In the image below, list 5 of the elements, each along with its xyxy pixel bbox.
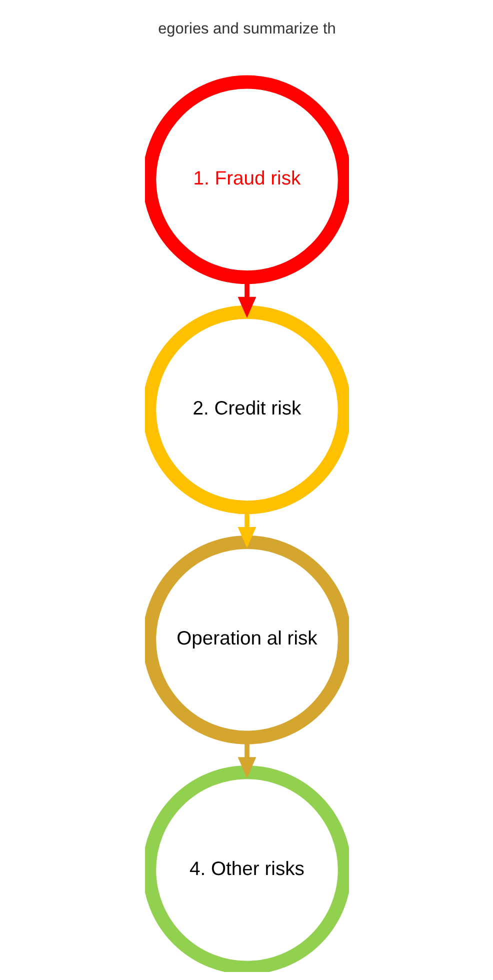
node-circle: 1. Fraud risk [144,75,348,284]
node-circle: 2. Credit risk [144,305,348,514]
node-circle: 4. Other risks [144,766,348,972]
label: egories and summarize th [158,20,336,38]
node-circle: Operation al risk [144,535,348,744]
